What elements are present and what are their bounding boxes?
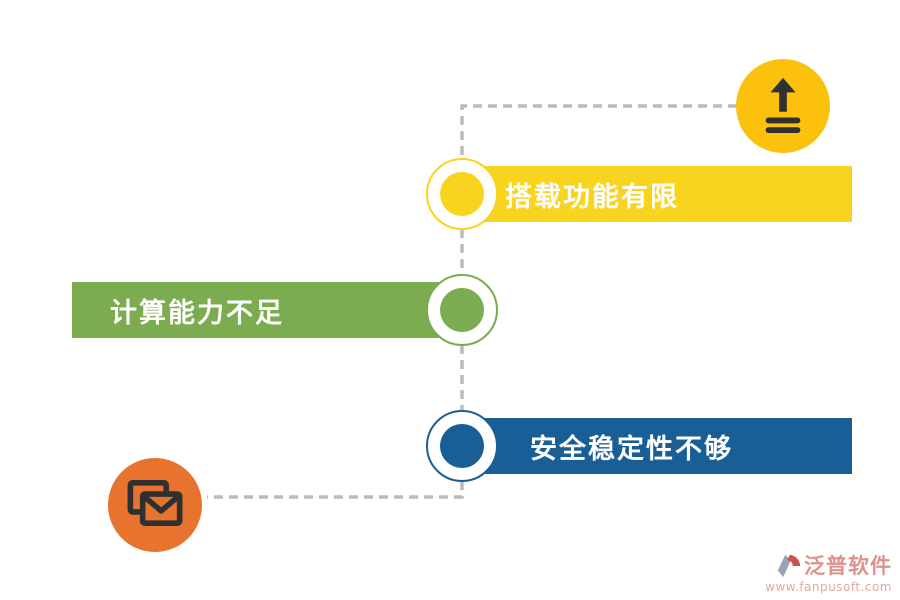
brand-name: 泛普软件	[804, 554, 892, 579]
brand-url: www.fanpusoft.com	[765, 580, 892, 595]
brand-logo-icon	[775, 552, 801, 580]
item-label-3: 安全稳定性不够	[530, 433, 733, 465]
brand-watermark: 泛普软件 www.fanpusoft.com	[765, 552, 892, 594]
item-bar-3: 安全稳定性不够	[458, 418, 852, 474]
item-node-2	[426, 274, 498, 346]
item-node-1	[426, 158, 498, 230]
mail-badge	[108, 458, 202, 552]
item-node-1-disc	[440, 172, 484, 216]
connector-top	[460, 104, 737, 160]
item-bar-2: 计算能力不足	[72, 282, 462, 338]
connector-bottom	[207, 481, 464, 499]
item-label-1: 搭载功能有限	[505, 181, 679, 213]
item-node-2-disc	[440, 288, 484, 332]
upload-badge	[736, 59, 830, 153]
item-node-3-disc	[440, 424, 484, 468]
item-node-3	[426, 410, 498, 482]
upload-icon	[758, 75, 808, 137]
mail-icon	[127, 479, 183, 531]
item-label-2: 计算能力不足	[110, 297, 284, 329]
item-bar-1: 搭载功能有限	[458, 166, 852, 222]
